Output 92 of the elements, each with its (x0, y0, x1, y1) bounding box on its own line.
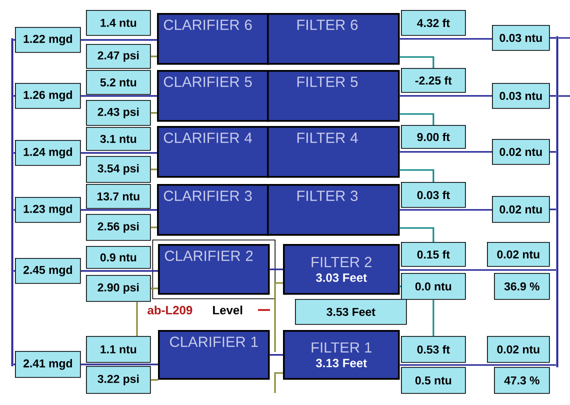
pipe-line (550, 37, 556, 39)
process-tank: CLARIFIER 3 (157, 184, 269, 236)
pipe-line (550, 208, 556, 210)
pipe-line (432, 300, 434, 336)
value-display: 0.0 ntu (401, 273, 466, 300)
value-display: 2.56 psi (86, 214, 151, 241)
pipe-line (400, 286, 401, 288)
pipe-line (150, 288, 158, 290)
value-display: 3.53 Feet (295, 299, 407, 325)
pipe-line (400, 95, 492, 97)
value-display: 9.00 ft (401, 125, 466, 149)
pipe-line (558, 37, 570, 39)
value-display: 2.90 psi (86, 275, 151, 302)
process-tank: FILTER 4 (267, 126, 400, 178)
process-tank: CLARIFIER 5 (157, 70, 269, 122)
value-display: 4.32 ft (401, 10, 466, 36)
value-display: 0.15 ft (401, 242, 466, 267)
value-display: 47.3 % (494, 367, 550, 394)
value-display: 0.02 ntu (492, 139, 550, 165)
process-tank: CLARIFIER 6 (157, 13, 269, 65)
pipe-line (80, 270, 158, 272)
process-tank: CLARIFIER 4 (157, 126, 269, 178)
value-display: -2.25 ft (401, 68, 466, 93)
value-display: 2.43 psi (86, 100, 151, 126)
value-display: 13.7 ntu (86, 184, 151, 209)
pipe-line (150, 226, 157, 228)
tag-label: Level (213, 306, 242, 314)
process-tank: CLARIFIER 1 (158, 330, 270, 380)
pipe-line (270, 354, 283, 356)
value-display: 1.23 mgd (15, 197, 81, 223)
pipe-line (150, 112, 157, 114)
bus-bar (556, 36, 558, 368)
pipe-line (550, 95, 556, 97)
process-tank: FILTER 6 (267, 13, 400, 65)
pipe-line (400, 227, 434, 242)
pipe-line (80, 364, 158, 366)
value-display: 0.02 ntu (487, 336, 550, 363)
pipe-line (150, 56, 157, 58)
pipe-line (14, 364, 15, 366)
value-display: 0.9 ntu (86, 246, 151, 269)
pipe-line (274, 282, 283, 352)
pipe-line (400, 364, 556, 366)
pipe-line (400, 113, 434, 125)
value-display: 1.24 mgd (15, 140, 81, 166)
pipe-line (14, 270, 15, 272)
pipe-line (400, 151, 492, 153)
pipe-line (136, 302, 138, 336)
value-display: 3.22 psi (86, 366, 151, 394)
process-tank: CLARIFIER 2 (152, 240, 276, 300)
pipe-line (274, 372, 283, 393)
value-display: 1.4 ntu (86, 10, 151, 36)
pipe-line (14, 209, 15, 211)
pipe-line (80, 209, 157, 211)
value-display: 0.02 ntu (487, 242, 550, 267)
bus-bar (11, 38, 14, 366)
value-display: 0.03 ft (401, 182, 466, 208)
pipe-line (80, 95, 157, 97)
process-tank: FILTER 1 3.13 Feet (283, 330, 400, 380)
value-display: 0.02 ntu (492, 196, 550, 223)
value-display: 1.26 mgd (15, 83, 81, 109)
process-tank: FILTER 5 (267, 70, 400, 122)
value-display: 0.03 ntu (492, 25, 550, 51)
value-display: 2.45 mgd (15, 258, 81, 284)
pipe-line (80, 39, 157, 41)
value-display: 3.1 ntu (86, 127, 151, 151)
value-display: 36.9 % (494, 273, 550, 300)
pipe-line (400, 209, 492, 211)
value-display: 0.03 ntu (492, 83, 550, 109)
pipe-line (558, 95, 570, 97)
process-tank: FILTER 2 3.03 Feet (283, 244, 400, 295)
pipe-line (270, 268, 283, 270)
pipe-line (400, 269, 556, 271)
pipe-line (80, 152, 157, 154)
value-display: 2.47 psi (86, 44, 151, 69)
pipe-line (14, 95, 15, 97)
pipe-line (150, 168, 157, 170)
pipe-line (550, 151, 556, 153)
value-display: 0.5 ntu (401, 367, 466, 394)
value-display: 5.2 ntu (86, 70, 151, 95)
pipe-line (400, 169, 434, 182)
value-display: 1.1 ntu (86, 336, 151, 363)
value-display: 2.41 mgd (15, 351, 81, 378)
value-display: 1.22 mgd (15, 27, 81, 53)
tag-label: ab-L209 (148, 306, 192, 314)
pipe-line (400, 38, 492, 40)
pipe-line (150, 379, 158, 381)
pipe-line (14, 39, 15, 41)
pipe-line (14, 152, 15, 154)
process-tank: FILTER 3 (267, 184, 400, 236)
value-display: 3.54 psi (86, 156, 151, 183)
value-display: 0.53 ft (401, 336, 466, 363)
pipe-line (400, 56, 434, 68)
